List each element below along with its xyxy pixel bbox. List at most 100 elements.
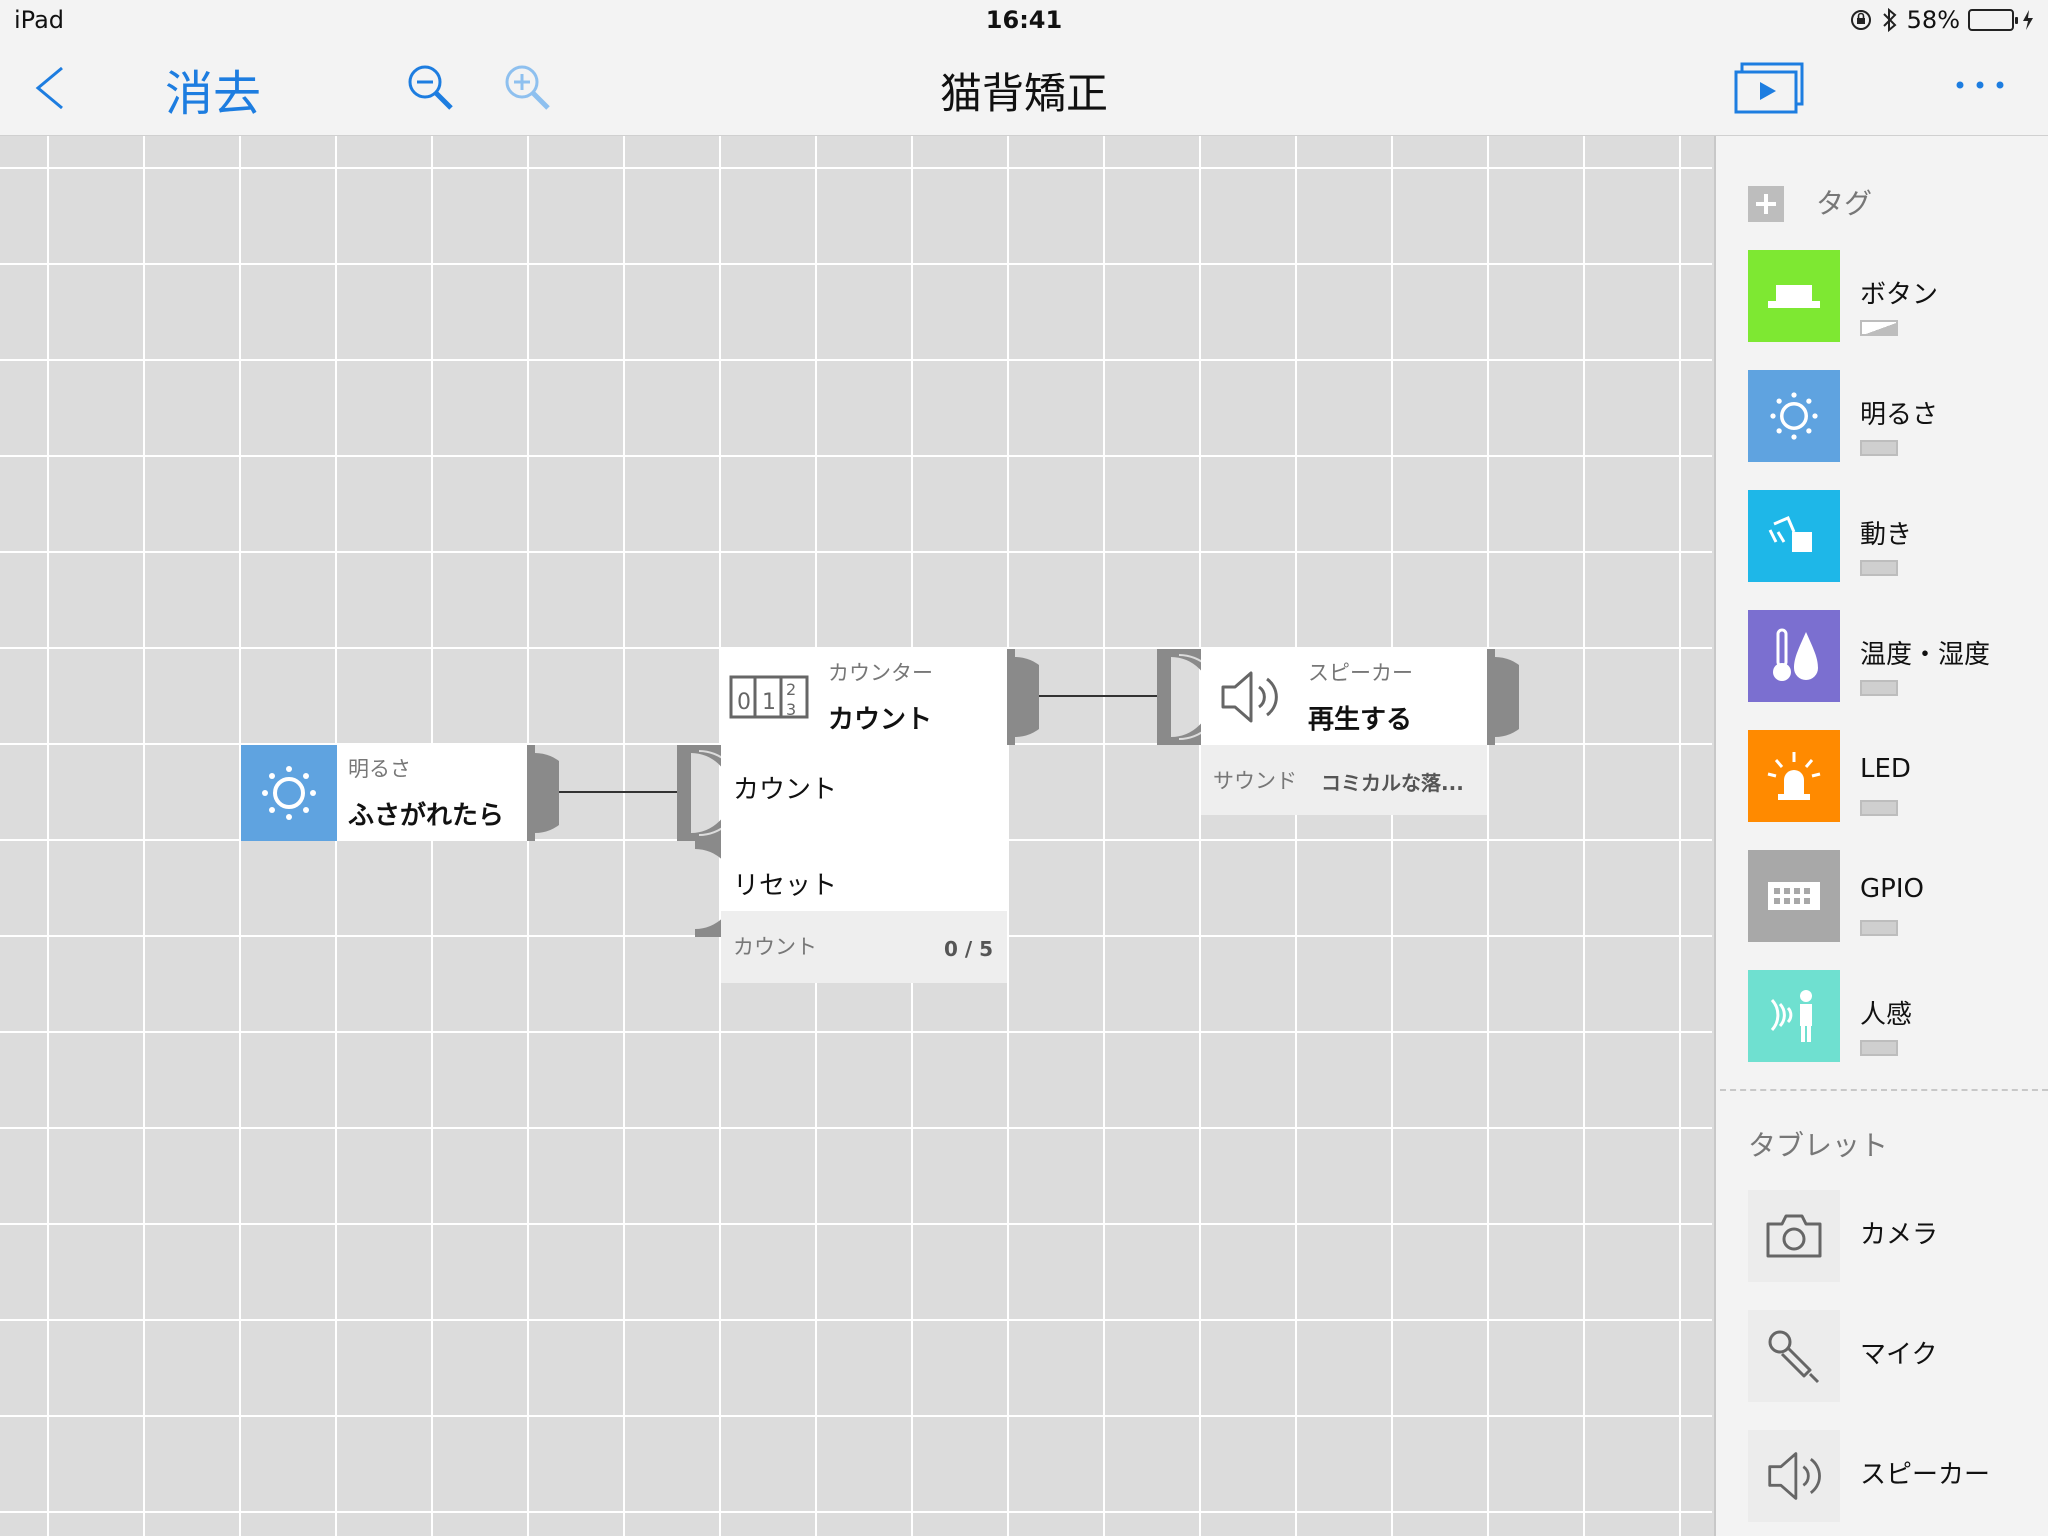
counter-footer: カウント 0 / 5 [721,911,1007,983]
sidebar-item-label: カメラ [1860,1220,1939,1250]
add-tag-button[interactable] [1748,186,1784,222]
nav-bar: 消去 猫背矯正 [0,40,2048,136]
speaker-action: 再生する [1308,705,1413,735]
sidebar-item-label: ボタン [1860,280,1939,310]
speaker-caption: スピーカー [1308,661,1413,685]
clear-button[interactable]: 消去 [165,66,262,122]
counter-input-count-port[interactable] [677,745,721,841]
sun-icon [1770,392,1818,440]
counter-block[interactable]: 0 1 2 3 カウンター カウント カウント リセット カウント 0 / 5 [721,649,1007,983]
sidebar-item-led[interactable]: LED [1748,730,2048,822]
charging-icon [2023,10,2033,30]
sidebar-item-gpio[interactable]: GPIO [1748,850,2048,942]
tags-section-title: タグ [1816,187,1873,220]
human-sensor-tile [1748,970,1840,1062]
counter-input-reset-port[interactable] [677,841,721,937]
program-canvas[interactable]: 明るさ ふさがれたら 0 1 2 3 カウンター カウント カウント リセット … [0,136,1712,1536]
sidebar-item-label: GPIO [1860,874,1924,904]
counter-footer-value: 0 / 5 [943,937,993,961]
play-screen-icon [1734,62,1804,114]
svg-text:0: 0 [737,690,751,715]
sidebar-item-camera[interactable]: カメラ [1748,1190,2048,1282]
counter-input-reset-label: リセット [733,871,838,901]
wire-counter-speaker [1036,695,1158,697]
motion-tile [1748,490,1840,582]
led-icon [1767,752,1821,800]
sidebar-item-label: LED [1860,754,1911,784]
counter-action: カウント [828,705,933,735]
camera-tile [1748,1190,1840,1282]
led-tile [1748,730,1840,822]
counter-caption: カウンター [828,661,933,685]
more-button[interactable] [1950,70,2010,100]
button-tile [1748,250,1840,342]
battery-percent: 58% [1906,6,1960,34]
battery-indicator [1860,1040,1898,1056]
more-icon [1956,81,2004,89]
zoom-out-icon [408,65,453,110]
svg-text:1: 1 [762,690,776,715]
section-divider [1720,1089,2048,1091]
counter-icon-box: 0 1 2 3 [721,649,817,745]
run-button[interactable] [1732,60,1808,116]
clock: 16:41 [985,6,1063,34]
svg-text:3: 3 [786,700,796,719]
back-button[interactable] [28,60,78,116]
zoom-in-button[interactable] [502,62,554,114]
zoom-out-button[interactable] [405,62,457,114]
tablet-section-title: タブレット [1748,1129,1889,1162]
battery-indicator [1860,440,1898,456]
sidebar-item-label: 温度・湿度 [1860,640,1991,670]
device-name: iPad [14,6,65,34]
brightness-output-port[interactable] [527,745,559,841]
sidebar-item-temperature-humidity[interactable]: 温度・湿度 [1748,610,2048,702]
sidebar-item-motion[interactable]: 動き [1748,490,2048,582]
speaker-footer[interactable]: サウンド コミカルな落... [1201,745,1487,815]
svg-text:2: 2 [786,680,796,699]
sidebar-item-button[interactable]: ボタン [1748,250,2048,342]
sun-icon [262,766,316,820]
battery-indicator [1860,680,1898,696]
brightness-block[interactable]: 明るさ ふさがれたら [241,745,527,841]
sidebar-item-speaker[interactable]: スピーカー [1748,1430,2048,1522]
speaker-footer-label: サウンド [1213,769,1297,793]
speaker-tile [1748,1430,1840,1522]
thermometer-icon [1773,628,1818,681]
human-sensor-icon [1770,990,1812,1042]
sidebar-item-microphone[interactable]: マイク [1748,1310,2048,1402]
orientation-lock-icon [1850,10,1871,30]
counter-output-port[interactable] [1007,649,1039,745]
battery-indicator [1860,320,1898,336]
palette-sidebar: タグ ボタン 明るさ 動き 温度・湿度 LED [1714,136,2048,1536]
motion-icon [1768,516,1812,552]
zoom-in-icon [505,65,550,110]
temperature-tile [1748,610,1840,702]
wire-brightness-counter [556,791,678,793]
battery-indicator [1860,560,1898,576]
brightness-action: ふさがれたら [348,801,505,831]
speaker-icon [1221,671,1278,723]
battery-indicator [1860,800,1898,816]
sidebar-item-label: 人感 [1860,1000,1913,1030]
speaker-output-port[interactable] [1487,649,1519,745]
gpio-tile [1748,850,1840,942]
brightness-icon-box [241,745,337,841]
sidebar-item-brightness[interactable]: 明るさ [1748,370,2048,462]
speaker-block[interactable]: スピーカー 再生する サウンド コミカルな落... [1201,649,1487,815]
counter-icon: 0 1 2 3 [729,675,809,719]
status-right: 58% [1849,6,2034,34]
sidebar-item-human-sensor[interactable]: 人感 [1748,970,2048,1062]
speaker-input-port[interactable] [1157,649,1201,745]
brightness-tile [1748,370,1840,462]
gpio-icon [1768,882,1820,910]
microphone-tile [1748,1310,1840,1402]
counter-footer-label: カウント [733,935,817,959]
chevron-left-icon [35,66,63,110]
sidebar-item-label: 明るさ [1860,400,1939,430]
speaker-footer-value: コミカルな落... [1321,771,1464,795]
counter-input-count-label: カウント [733,775,838,805]
battery-indicator [1860,920,1898,936]
sidebar-item-label: マイク [1860,1340,1938,1370]
speaker-icon-box [1201,649,1297,745]
camera-icon [1766,1214,1822,1258]
